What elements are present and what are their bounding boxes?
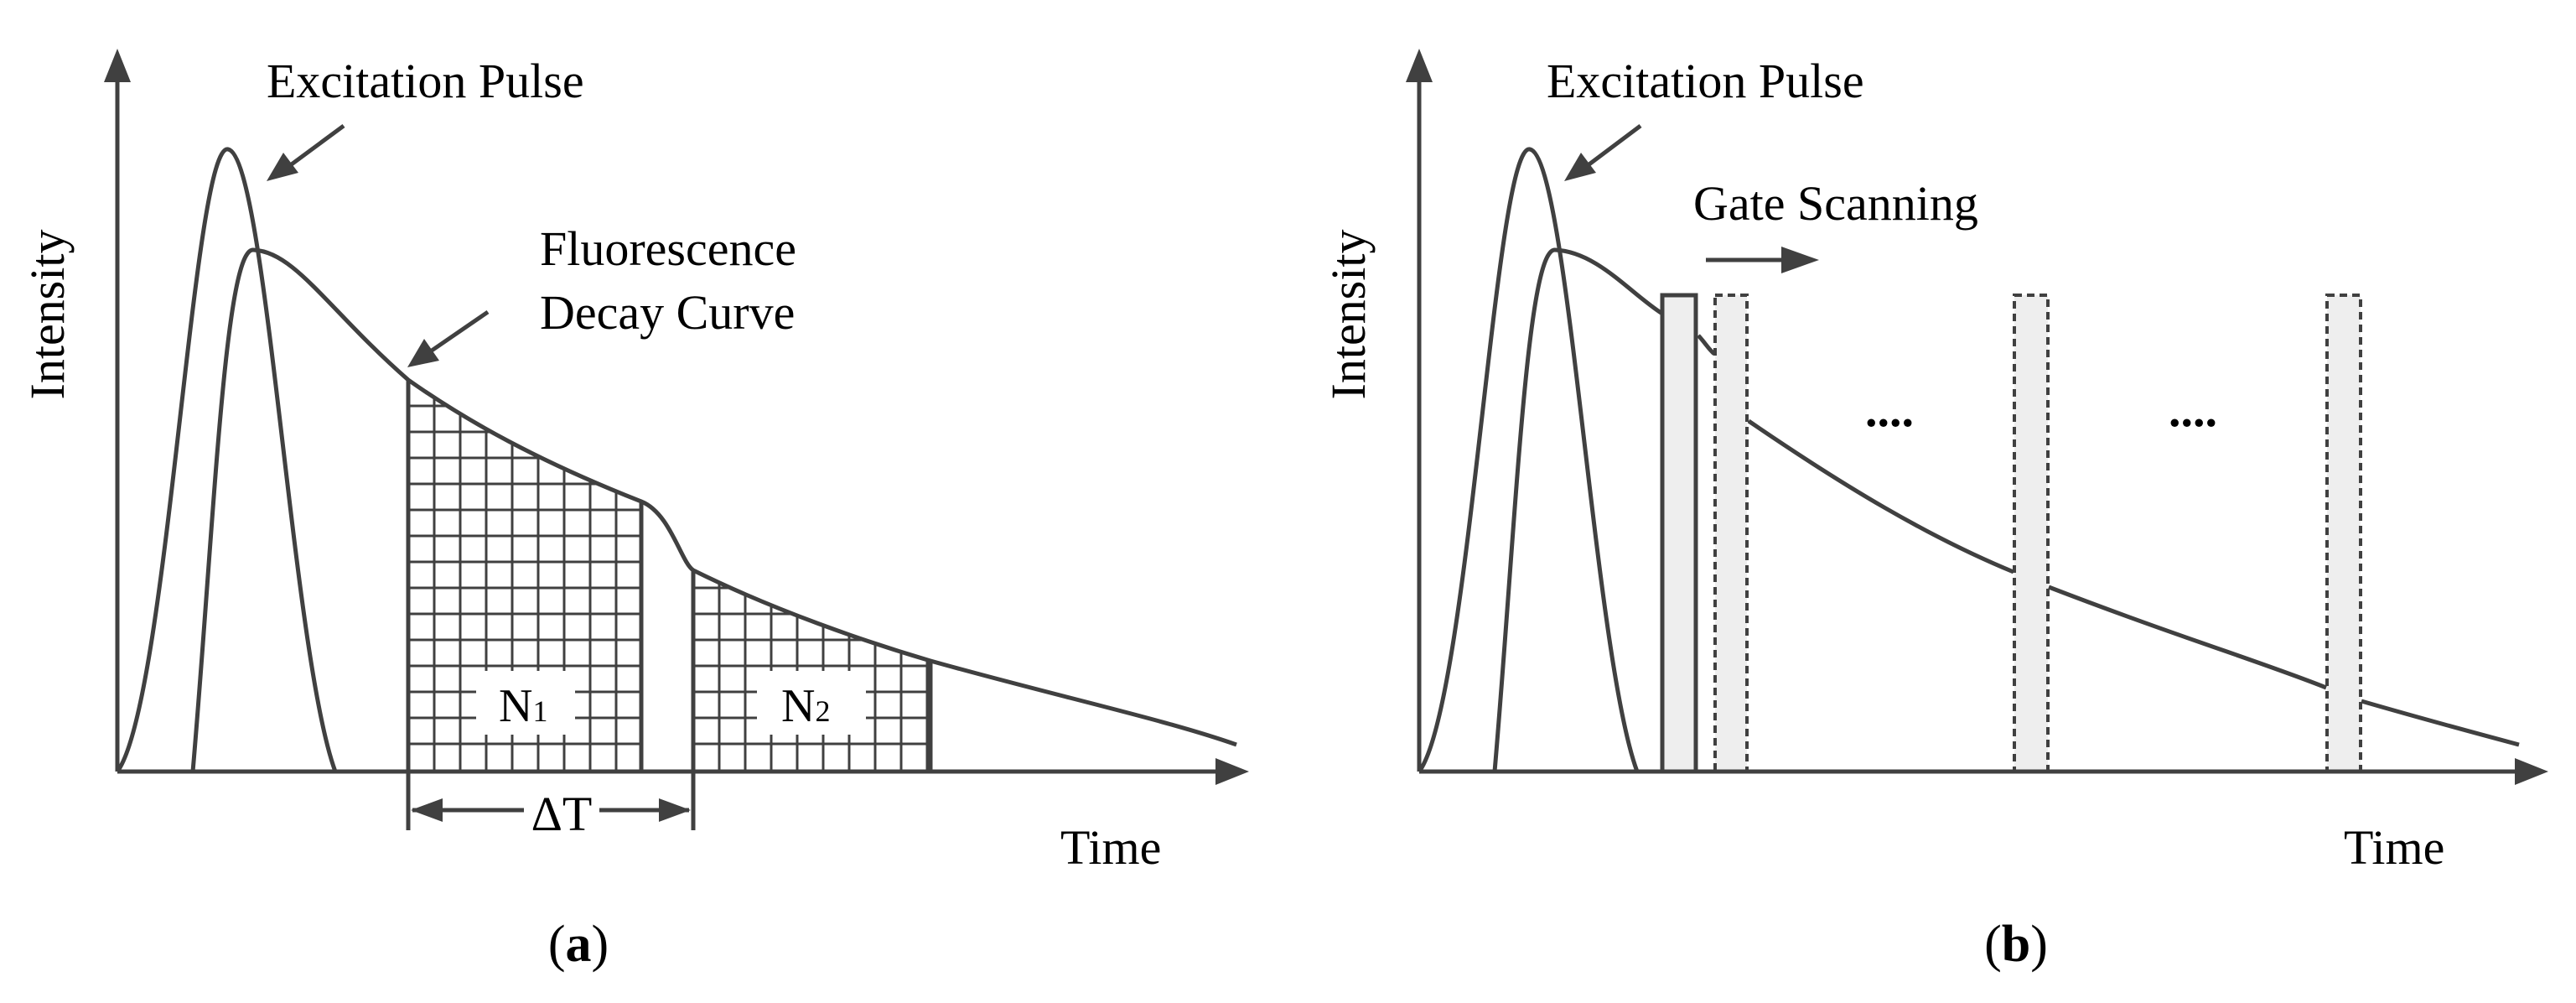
delta-t-dimension: ΔT xyxy=(406,770,696,841)
x-axis-label-a: Time xyxy=(1060,820,1161,875)
gate-dashed-3 xyxy=(2325,294,2362,773)
gate-n2-label: N2 xyxy=(781,680,830,732)
pulse-pointer-arrow-icon xyxy=(1564,153,1596,181)
delta-t-label: ΔT xyxy=(531,787,593,841)
gate-scanning-arrow-icon xyxy=(1781,247,1819,273)
gate-solid xyxy=(1660,293,1698,774)
axes-b xyxy=(1406,49,2548,785)
gate-dashed-2 xyxy=(2013,294,2050,773)
fluorescence-decay-curve xyxy=(190,247,1237,772)
x-axis-label-b: Time xyxy=(2344,820,2444,875)
gate-n2-region xyxy=(691,570,933,770)
gate-n1-label: N1 xyxy=(499,680,547,732)
axes-a xyxy=(104,49,1249,785)
y-axis-arrowhead-icon xyxy=(104,49,131,82)
x-axis-arrowhead-icon xyxy=(1215,758,1249,785)
x-axis-arrowhead-icon xyxy=(2515,758,2548,785)
decay-pointer-arrow-icon xyxy=(407,339,439,367)
y-axis-arrowhead-icon xyxy=(1406,49,1433,82)
excitation-pulse-label-a: Excitation Pulse xyxy=(267,54,584,108)
excitation-pulse-curve xyxy=(115,147,338,773)
delta-t-left-arrow-icon xyxy=(411,798,443,822)
decay-label-line2: Decay Curve xyxy=(540,285,795,340)
panel-b: Excitation Pulse Gate Scanning .... ....… xyxy=(1321,49,2548,973)
ellipsis-2: .... xyxy=(2169,382,2217,437)
y-axis-label-b: Intensity xyxy=(1321,230,1376,400)
gate-dashed-1 xyxy=(1713,294,1749,773)
gate-n2-grid xyxy=(693,570,930,770)
panel-a-caption: (a) xyxy=(548,916,609,973)
excitation-pulse-label-b: Excitation Pulse xyxy=(1547,54,1864,108)
y-axis-label-a: Intensity xyxy=(20,230,75,400)
pulse-pointer-arrow-icon xyxy=(267,153,298,181)
excitation-pulse-curve-b xyxy=(1417,147,1640,773)
ellipsis-1: .... xyxy=(1865,382,1914,437)
panel-a: N1 N2 ΔT Excitation Pulse Fluorescen xyxy=(20,49,1249,973)
gate-scanning-label: Gate Scanning xyxy=(1693,176,1978,231)
fluorescence-decay-curve-b xyxy=(1492,247,2520,772)
panel-b-caption: (b) xyxy=(1984,916,2048,973)
decay-label-line1: Fluorescence xyxy=(540,221,796,276)
delta-t-right-arrow-icon xyxy=(659,798,691,822)
